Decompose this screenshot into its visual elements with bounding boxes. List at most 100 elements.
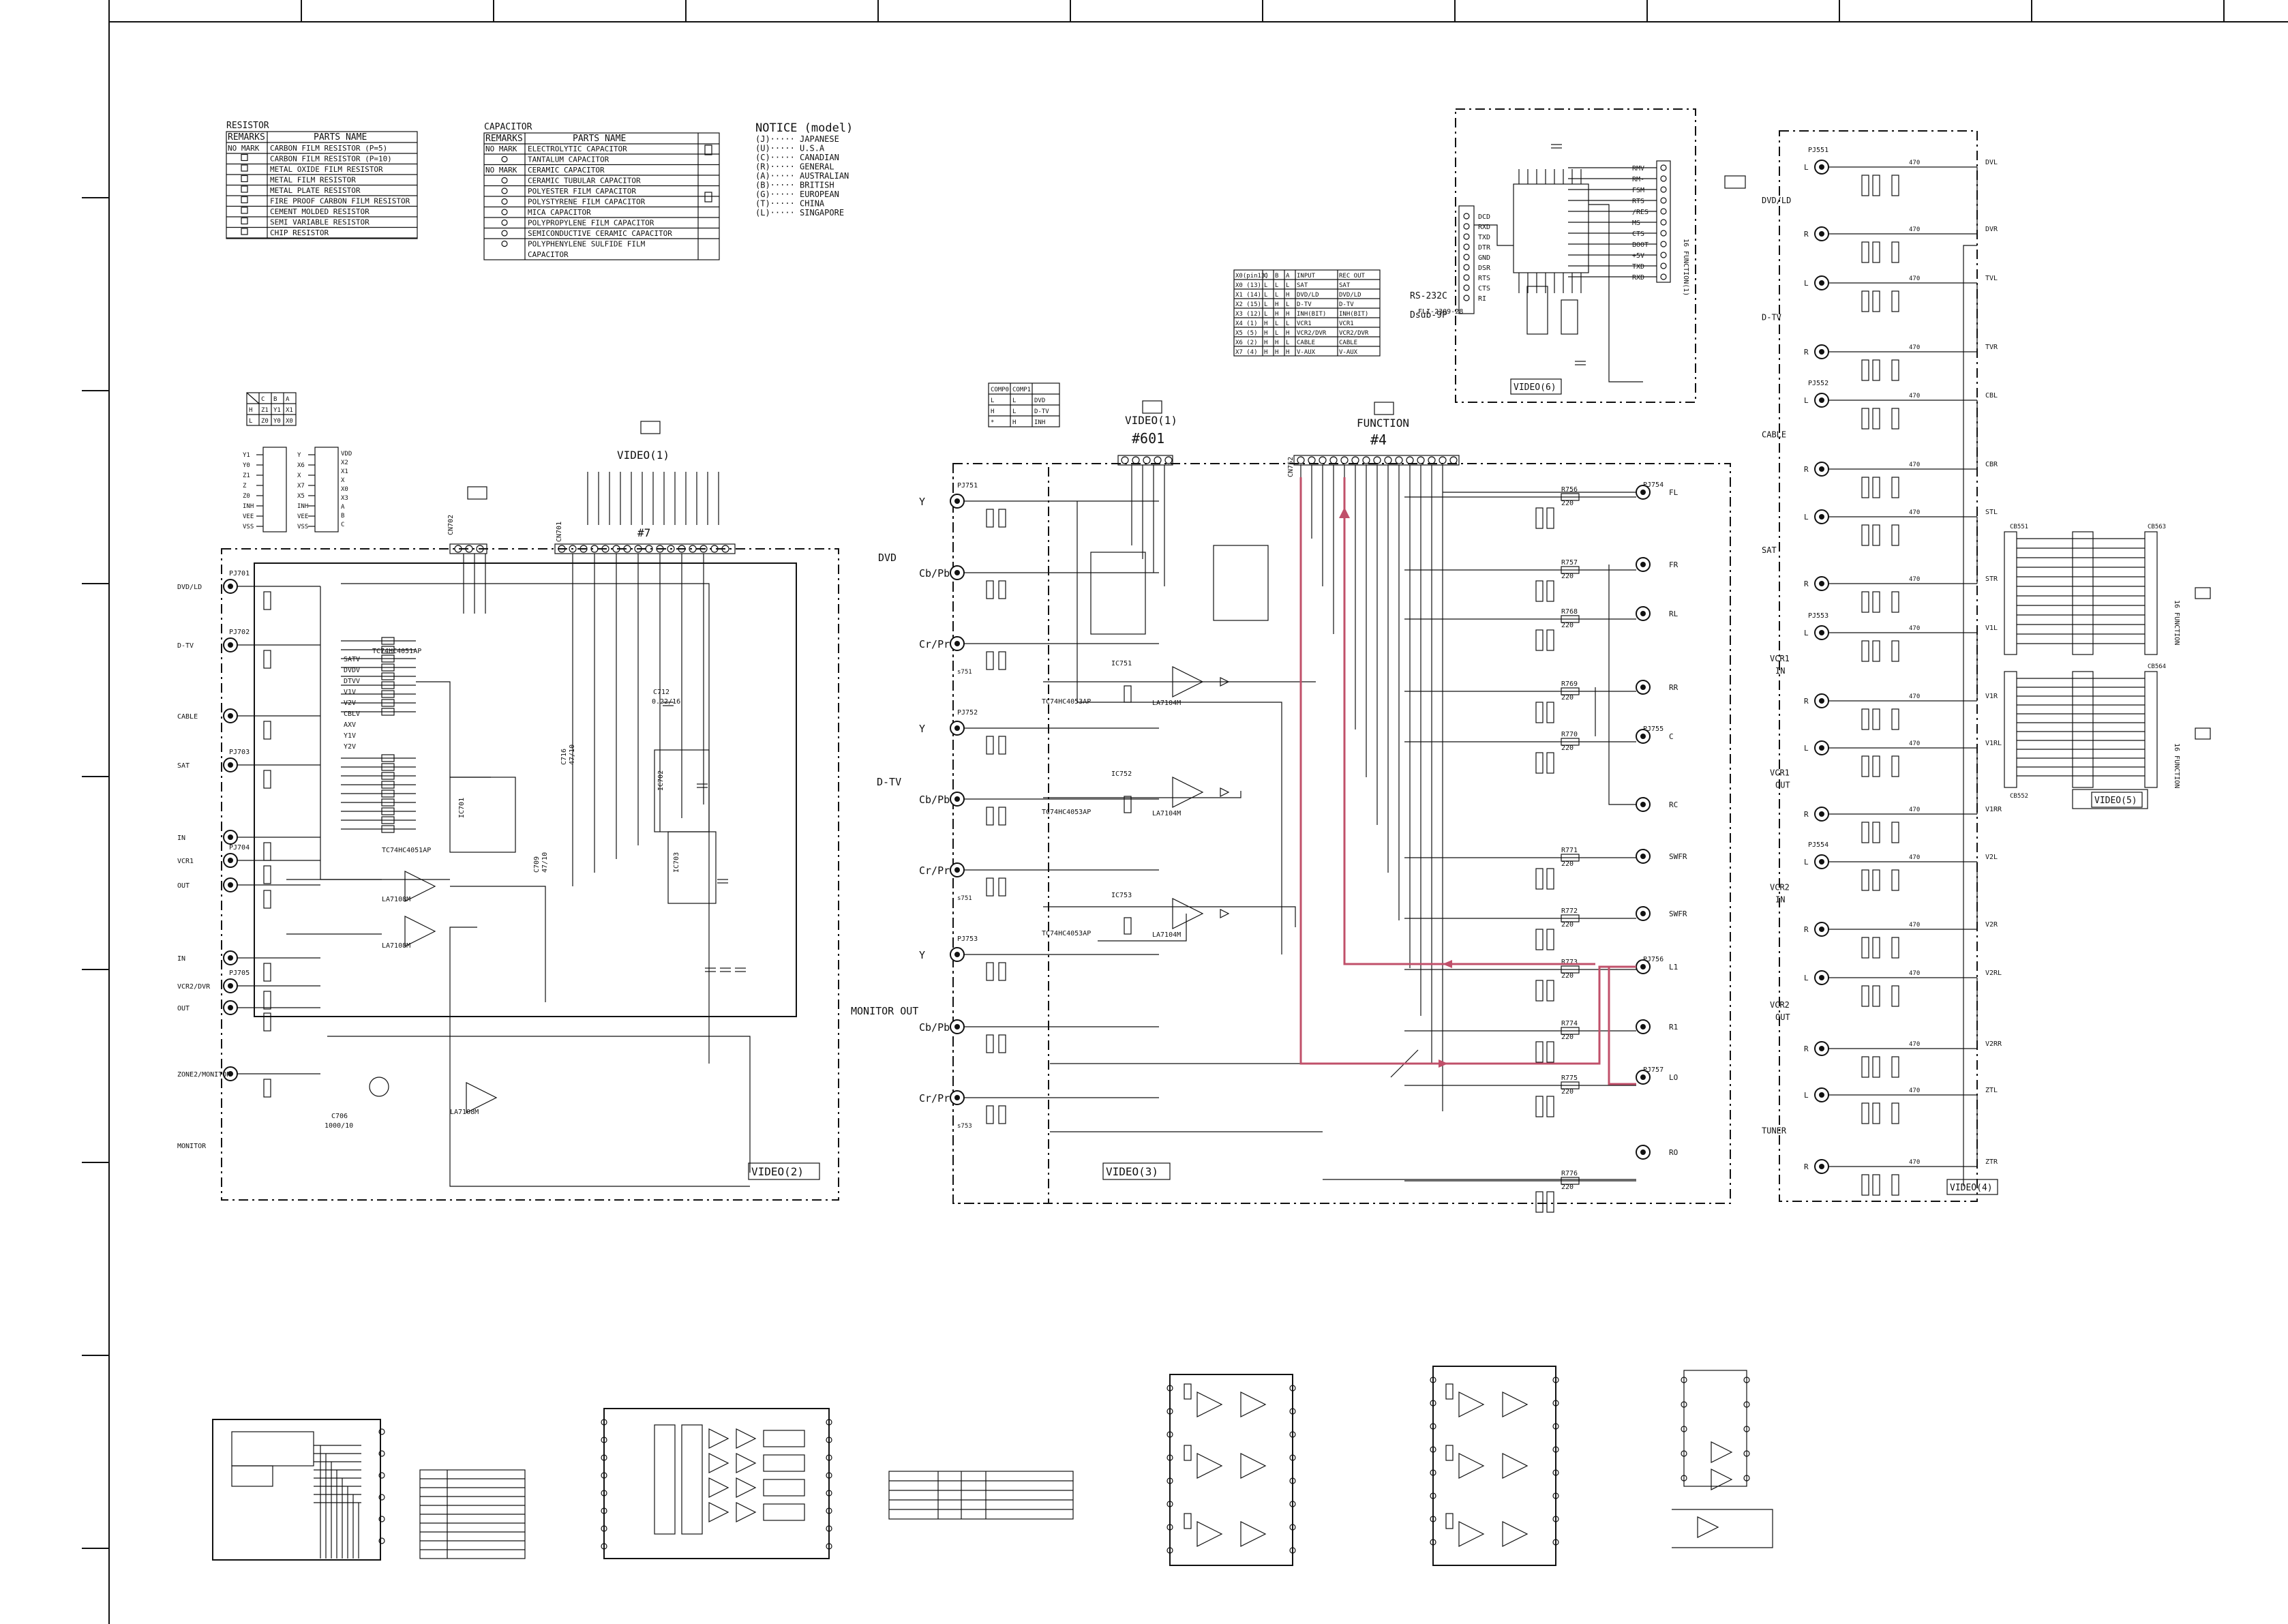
bottom-ic-amp-frame [1169,1374,1293,1566]
diode-symbol [1220,787,1230,797]
truth-cell: X7 (4) [1235,349,1258,356]
resistor [1872,869,1880,891]
ic-ref: IC751 [1111,660,1132,667]
notice-line: (B)····· BRITISH [755,181,834,190]
header-pin-label: RTS [1632,198,1644,205]
channel-label: L [1804,513,1809,522]
resistor-value: 470 [1909,1041,1920,1048]
jack-pin [954,1024,960,1029]
ic-pin-label: X [297,472,301,479]
truth-cell: V-AUX [1339,349,1358,356]
jack-pin [228,955,233,961]
video4-input-label: DVD/LD [1762,196,1791,205]
jack-pin [1819,927,1824,932]
resistor [1891,241,1899,263]
wire [1672,1509,1773,1548]
video4-function-conn: 16 FUNCTION [2173,600,2180,645]
connector-pin [558,545,566,553]
capacitor [720,967,731,972]
video4-input-label: TUNER [1762,1126,1787,1136]
truth-cell: INH(BIT) [1297,311,1326,318]
capacitor-row-name: CERAMIC CAPACITOR [528,166,605,175]
connector-ref: CB564 [2148,663,2166,670]
jack-pin [1819,466,1824,472]
video3-board-outline [952,463,1731,1204]
video4-input-jack [1814,807,1829,822]
resistor [986,877,994,897]
connector-pin [1428,456,1436,464]
function4-num: #4 [1370,432,1387,448]
resistor [998,877,1006,897]
small-cell: Y0 [273,418,281,425]
connector-pin [1340,456,1349,464]
video3-conn-num: #601 [1132,430,1164,447]
capacitor-row-name: POLYPHENYLENE SULFIDE FILM [528,240,646,249]
resistor-value: 470 [1909,275,1920,282]
resistor [381,816,395,824]
connector-pin [1660,241,1667,247]
video2-input-label: SAT [177,762,190,770]
pin-dot [1681,1475,1687,1482]
video4-marker [2195,587,2211,599]
channel-label: R [1804,1044,1809,1053]
pin-dot [1289,1408,1296,1415]
resistor [263,991,271,1010]
jack-pin [954,952,960,957]
net-label: V1L [1985,625,1998,632]
resistor [1445,1445,1454,1461]
amplifier-symbol [1711,1441,1733,1463]
function4-title: FUNCTION [1357,417,1409,430]
video3-input-jack [950,636,965,651]
jack-pin [1819,164,1824,170]
ic-pin-label: VSS [243,524,254,530]
wire [1589,204,1643,382]
wire [1963,245,1977,1186]
ic-pin-label: X7 [297,483,305,490]
video2-jack-ref: PJ701 [229,570,250,577]
net-label: V1RL [1985,740,2002,747]
pin-dot [826,1419,832,1426]
net-label: ZTL [1985,1087,1998,1094]
function4-jack-ref: PJ756 [1643,956,1664,963]
video4-input-label: SAT [1762,545,1777,555]
pin-dot [601,1525,607,1532]
connector-pin [1660,197,1667,204]
resistor [263,842,271,861]
capacitor [697,783,708,788]
video2-input-jack [223,579,238,594]
jack-pin [228,983,233,989]
buffer-symbol [736,1502,757,1522]
resistor [1872,524,1880,546]
ic-pinout-diagram: Y1Y0Z1ZZ0INHVEEVSSYX6XX7X5INHVEEVSSVDDX2… [243,447,352,532]
ic-pin-label: VEE [243,513,254,520]
truth-cell: H [1275,311,1278,318]
ic-ref: IC701 [458,798,466,818]
wire [450,886,546,1002]
video4-jack-ref: PJ553 [1808,612,1828,620]
connector-pin [1463,223,1470,230]
switch-ref: s753 [957,1123,972,1130]
truth-cell: H [1286,292,1289,299]
resistor-row-symbol [241,228,248,235]
capacitor [663,702,674,706]
resistor [1872,591,1880,613]
resistor-value: 470 [1909,160,1920,166]
truth-cell: X5 (5) [1235,330,1258,337]
signal-arrow [1443,960,1452,968]
jack-pin [1640,1024,1646,1029]
connector-cn701 [554,543,736,554]
resistor [1872,1174,1880,1196]
video3-input-jack [950,1090,965,1105]
pin-dot [826,1472,832,1479]
wire [1098,914,1187,942]
resistor-value: 220 [1561,1034,1574,1041]
pin-dot [378,1516,385,1522]
video4-input-jack [1814,275,1829,290]
truth-header-cell: A [1286,273,1290,280]
truth-cell: L [1264,282,1267,289]
resistor [1861,985,1869,1007]
pin-dot [1289,1524,1296,1531]
notice-line: (C)····· CANADIAN [755,153,839,162]
